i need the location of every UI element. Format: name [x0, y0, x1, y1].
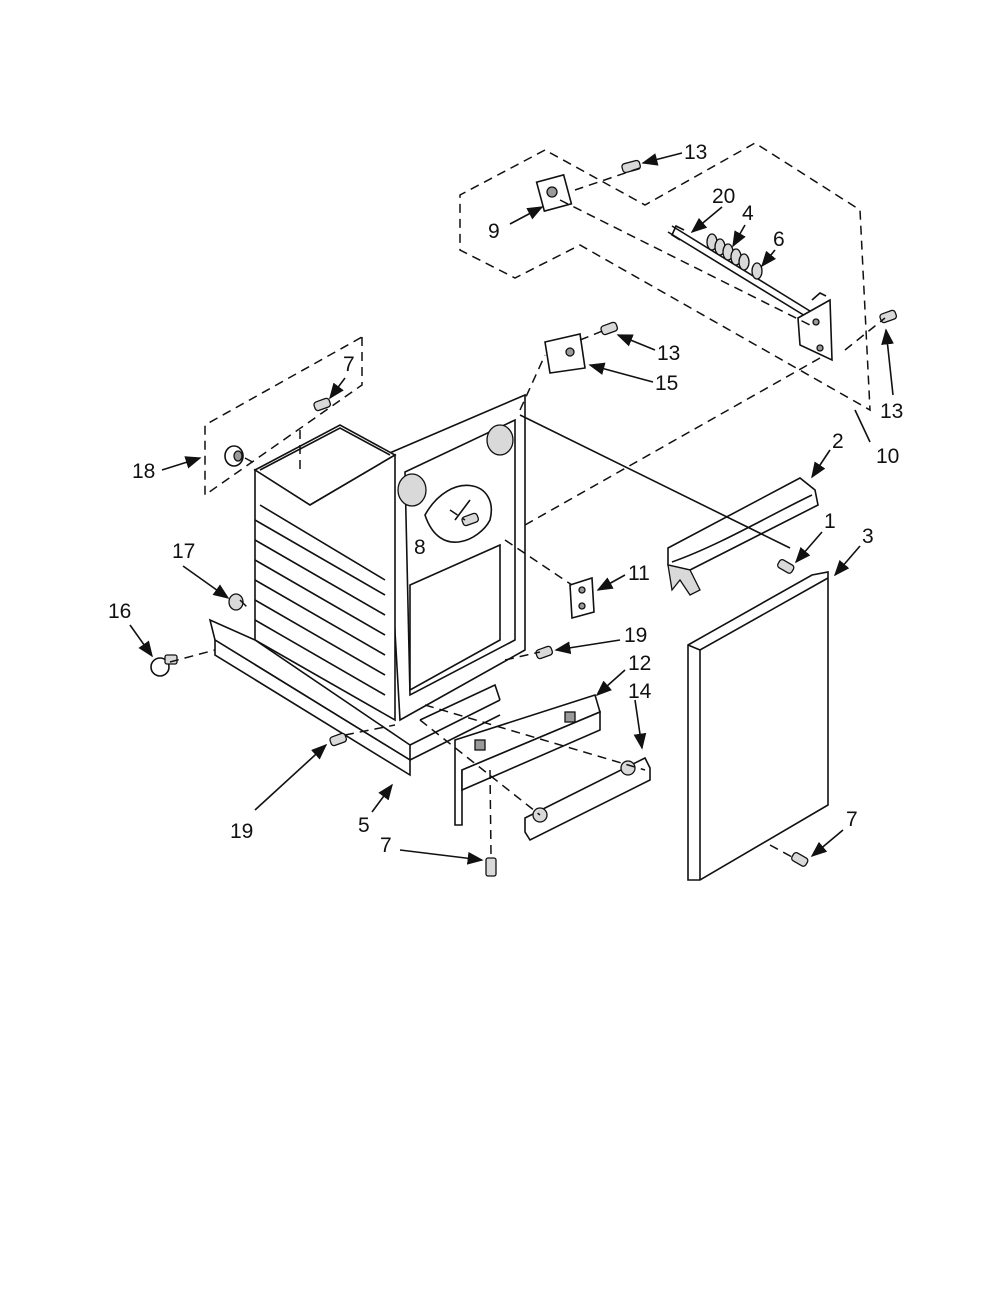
callout-8: 8 [414, 536, 426, 559]
part-3-door-panel [687, 571, 829, 881]
part-17-clip [228, 593, 244, 611]
callout-9: 9 [488, 220, 500, 243]
alignment-lines [169, 167, 886, 858]
callout-7-bottom-center: 7 [380, 834, 392, 857]
part-7-screw-upper-left [313, 397, 332, 412]
part-15-bracket [544, 333, 586, 374]
callout-14: 14 [628, 680, 652, 703]
callout-labels: 13 9 20 4 6 13 15 13 10 7 18 2 1 3 8 17 … [108, 141, 903, 857]
callout-19-upper: 19 [624, 624, 647, 647]
part-20-rod [667, 224, 819, 323]
callout-5: 5 [358, 814, 370, 837]
part-6-washer [751, 262, 763, 280]
part-13-screw-top [621, 159, 641, 174]
callout-2: 2 [832, 430, 844, 453]
callout-11: 11 [628, 562, 650, 585]
callout-13-middle: 13 [657, 342, 680, 365]
part-7-screw-bottom-center [485, 857, 497, 877]
callout-19-lower: 19 [230, 820, 253, 843]
callout-6: 6 [773, 228, 785, 251]
part-18-dashed-boundary [204, 336, 363, 497]
hinge-assembly-dashed-boundary [459, 142, 871, 412]
part-16-screw [150, 654, 178, 677]
callout-4: 4 [742, 202, 754, 225]
part-19-screw-lower [329, 732, 348, 747]
callout-12: 12 [628, 652, 651, 675]
part-4-spring [706, 233, 750, 271]
callout-13-right: 13 [880, 400, 903, 423]
part-13-screw-middle [600, 321, 619, 336]
callout-18: 18 [132, 460, 155, 483]
callout-20: 20 [712, 185, 735, 208]
part-14-bottom-trim [524, 756, 651, 842]
part-8-screw [461, 512, 480, 527]
callout-1: 1 [824, 510, 836, 533]
part-10-hinge-plate [797, 292, 833, 362]
part-9-bracket [535, 173, 573, 213]
callout-7-bottom-right: 7 [846, 808, 858, 831]
part-5-cabinet-frame [208, 393, 526, 777]
callout-17: 17 [172, 540, 195, 563]
callout-7-upper-left: 7 [343, 353, 355, 376]
part-19-screw-upper [535, 645, 554, 660]
callout-10: 10 [876, 445, 899, 468]
callout-leaders [129, 152, 894, 865]
part-11-bracket [569, 576, 595, 620]
part-7-screw-bottom-right [791, 851, 809, 867]
callout-15: 15 [655, 372, 678, 395]
callout-13-top: 13 [684, 141, 707, 164]
part-18-plug [224, 445, 244, 467]
part-1-screw [777, 558, 795, 574]
part-12-kick-plate [454, 693, 601, 826]
part-2-top-trim [667, 477, 819, 596]
callout-16: 16 [108, 600, 131, 623]
callout-3: 3 [862, 525, 874, 548]
